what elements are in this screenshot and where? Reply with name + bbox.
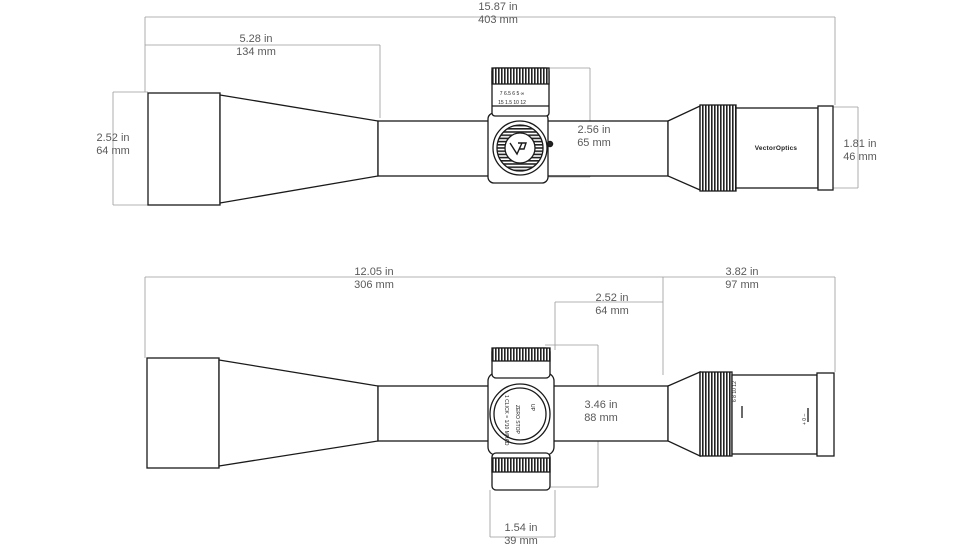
body-length-label: 12.05 in 306 mm [354,266,394,291]
objective-bell-side [146,357,220,469]
svg-text:UP: UP [529,404,535,412]
svg-text:1 CLICK = 1/10 MRAD: 1 CLICK = 1/10 MRAD [503,395,509,446]
objective-diameter-label: 2.52 in 64 mm [96,132,130,157]
objective-length-label: 5.28 in 134 mm [236,33,276,58]
overall-length-mm: 403 mm [478,14,518,26]
objective-bell [147,92,221,206]
turret-span-label: 3.46 in 88 mm [584,399,618,424]
diopter-markings: + 0 – [802,414,808,425]
parallax-markings: 7 6.5 6 5 ∞ [500,91,525,97]
svg-text:15 1.5 10 12: 15 1.5 10 12 [498,100,526,106]
turret-width-label: 1.54 in 39 mm [504,522,538,547]
eyepiece-taper [667,104,701,191]
turret-height-label: 2.56 in 65 mm [577,124,611,149]
scope-side-view [146,347,835,491]
top-dimension-lines [112,16,859,206]
side-dimension-lines [144,276,836,538]
eyepiece-body-side [731,374,818,455]
eyepiece-end [817,105,834,191]
zero-stop-text: ZERO STOP [514,405,520,434]
power-ring-side [699,371,733,457]
eyepiece-diameter-label: 1.81 in 46 mm [843,138,877,163]
brand-logo: VectorOptics [755,145,798,152]
objective-taper [219,94,379,204]
overall-length-in: 15.87 in [478,1,518,13]
eyepiece-length-label: 3.82 in 97 mm [725,266,759,291]
scope-top-view [147,67,834,206]
overall-length-label: 15.87 in 403 mm [468,1,528,27]
power-ring-markings: 6 8 10 12 [732,381,738,402]
turret-offset-label: 2.52 in 64 mm [595,292,629,317]
power-ring [699,104,737,192]
